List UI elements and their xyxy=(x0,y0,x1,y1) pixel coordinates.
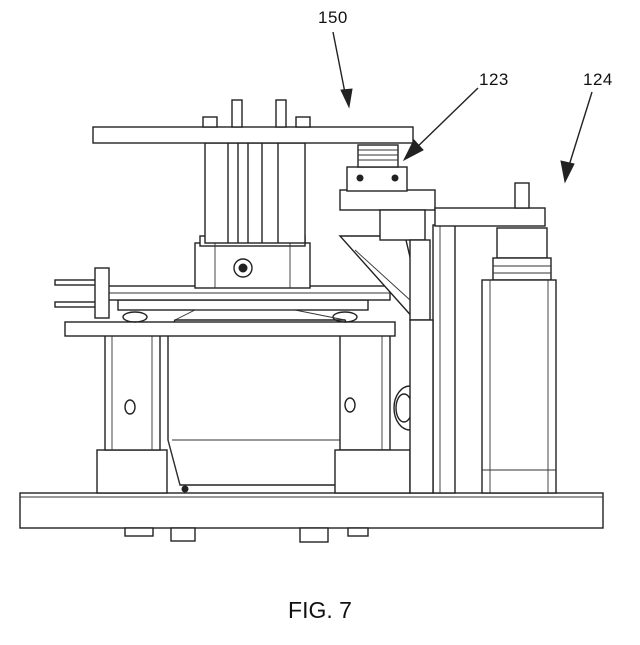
guide-rods xyxy=(205,143,305,243)
base-feet xyxy=(125,528,368,542)
left-support-column xyxy=(97,335,167,493)
label-124: 124 xyxy=(583,70,613,90)
motor-unit xyxy=(482,228,556,493)
central-body xyxy=(168,320,352,492)
label-150: 150 xyxy=(318,8,348,28)
top-plate xyxy=(93,100,413,143)
clamp-block xyxy=(195,236,310,288)
left-pins xyxy=(55,268,109,318)
figure-caption: FIG. 7 xyxy=(0,597,640,624)
base-plate xyxy=(20,493,603,528)
mounting-plate xyxy=(65,286,395,336)
label-123: 123 xyxy=(479,70,509,90)
connector-component xyxy=(347,145,407,191)
